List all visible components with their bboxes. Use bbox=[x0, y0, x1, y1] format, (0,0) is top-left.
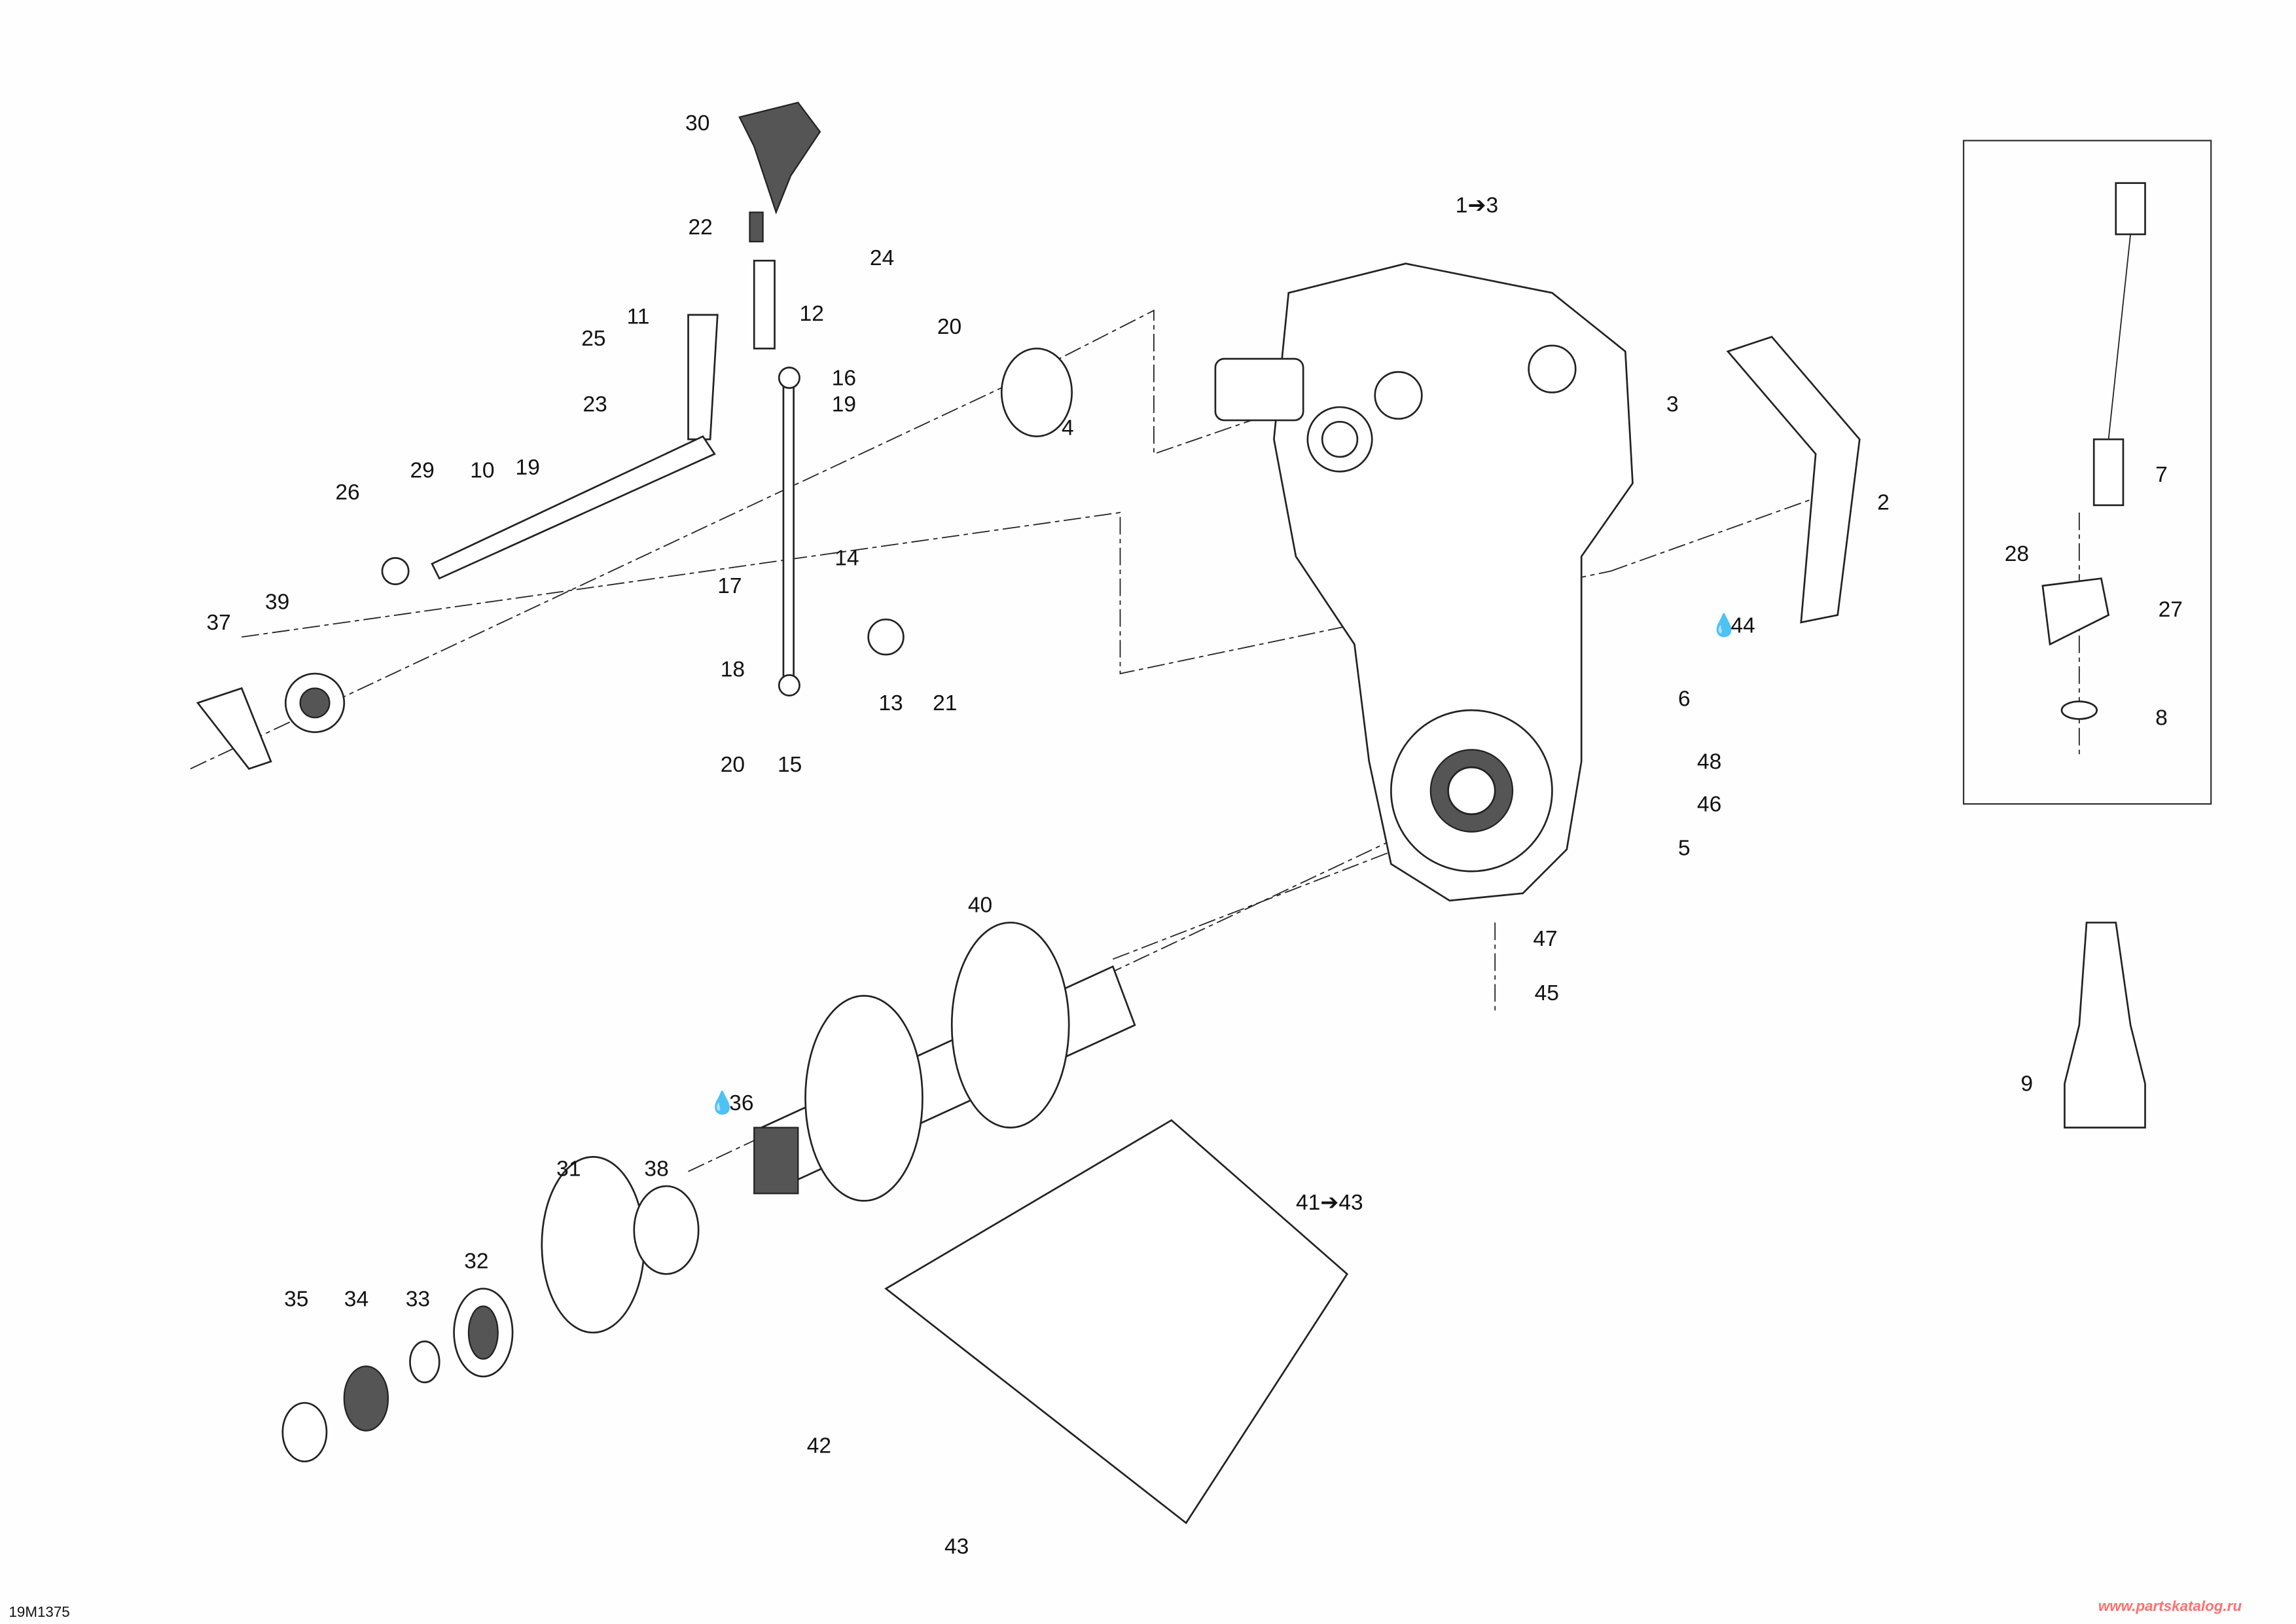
callout-17[interactable]: 17 bbox=[717, 574, 742, 598]
callout-8[interactable]: 8 bbox=[2155, 706, 2168, 730]
callout-22[interactable]: 22 bbox=[689, 215, 713, 240]
oil-drop-icon: 💧 bbox=[709, 1090, 736, 1115]
callout-36[interactable]: 36 bbox=[729, 1091, 753, 1115]
callout-4[interactable]: 4 bbox=[1062, 416, 1074, 440]
callout-12[interactable]: 12 bbox=[800, 302, 824, 326]
callout-25[interactable]: 25 bbox=[581, 327, 605, 351]
drive-axle bbox=[753, 922, 1136, 1202]
assembly-axes bbox=[190, 309, 2080, 1172]
callout-42[interactable]: 42 bbox=[807, 1434, 831, 1458]
callout-24[interactable]: 24 bbox=[870, 246, 894, 270]
callout-19[interactable]: 19 bbox=[832, 393, 856, 417]
bearings-and-seals bbox=[281, 1156, 700, 1463]
callout-26[interactable]: 26 bbox=[335, 480, 359, 505]
callout-32[interactable]: 32 bbox=[464, 1249, 488, 1273]
shift-linkage bbox=[196, 101, 1073, 770]
callout-40[interactable]: 40 bbox=[968, 893, 992, 918]
oil-bottle bbox=[2064, 922, 2146, 1128]
callout-19[interactable]: 19 bbox=[516, 456, 540, 480]
callout-18[interactable]: 18 bbox=[721, 658, 745, 682]
sensor-inset-box bbox=[1962, 139, 2212, 805]
callout-48[interactable]: 48 bbox=[1697, 750, 1721, 774]
callout-1-3[interactable]: 1➔3 bbox=[1456, 193, 1498, 217]
callout-45[interactable]: 45 bbox=[1535, 981, 1559, 1005]
gearbox-housing bbox=[1214, 262, 1634, 902]
callout-37[interactable]: 37 bbox=[207, 611, 231, 635]
callout-39[interactable]: 39 bbox=[265, 590, 289, 615]
callout-15[interactable]: 15 bbox=[778, 753, 802, 777]
callout-5[interactable]: 5 bbox=[1678, 836, 1691, 860]
callout-29[interactable]: 29 bbox=[410, 458, 434, 482]
callout-41-43[interactable]: 41➔43 bbox=[1296, 1191, 1363, 1215]
callout-labels: 30 22 24 11 12 20 25 16 19 23 4 29 10 19… bbox=[207, 111, 2183, 1559]
callout-6[interactable]: 6 bbox=[1678, 687, 1691, 711]
callout-38[interactable]: 38 bbox=[644, 1157, 668, 1181]
callout-9[interactable]: 9 bbox=[2020, 1072, 2033, 1096]
callout-33[interactable]: 33 bbox=[406, 1288, 430, 1312]
callout-13[interactable]: 13 bbox=[878, 691, 903, 715]
callout-34[interactable]: 34 bbox=[344, 1288, 368, 1312]
watermark: www.partskatalog.ru bbox=[2098, 1598, 2242, 1614]
callout-21[interactable]: 21 bbox=[933, 691, 957, 715]
callout-44[interactable]: 44 bbox=[1731, 613, 1755, 638]
callout-20[interactable]: 20 bbox=[937, 315, 961, 339]
callout-46[interactable]: 46 bbox=[1697, 792, 1721, 816]
callout-27[interactable]: 27 bbox=[2159, 598, 2183, 622]
callout-43[interactable]: 43 bbox=[944, 1535, 969, 1559]
sensor-harness bbox=[1726, 182, 2146, 720]
callout-7[interactable]: 7 bbox=[2155, 463, 2168, 487]
callout-10[interactable]: 10 bbox=[470, 458, 494, 482]
callout-35[interactable]: 35 bbox=[284, 1288, 308, 1312]
diagram-code: 19M1375 bbox=[9, 1604, 69, 1620]
callout-31[interactable]: 31 bbox=[556, 1157, 581, 1181]
callout-14[interactable]: 14 bbox=[834, 547, 859, 571]
callout-20[interactable]: 20 bbox=[721, 753, 745, 777]
track-clip-plate bbox=[884, 1119, 1349, 1525]
callout-16[interactable]: 16 bbox=[832, 366, 856, 390]
callout-23[interactable]: 23 bbox=[583, 393, 607, 417]
oil-drop-icon: 💧 bbox=[1710, 612, 1738, 638]
callout-11[interactable]: 11 bbox=[627, 304, 650, 329]
callout-47[interactable]: 47 bbox=[1533, 927, 1557, 951]
callout-30[interactable]: 30 bbox=[685, 111, 709, 135]
callout-28[interactable]: 28 bbox=[2005, 542, 2029, 566]
callout-2[interactable]: 2 bbox=[1877, 491, 1890, 515]
callout-3[interactable]: 3 bbox=[1666, 393, 1679, 417]
